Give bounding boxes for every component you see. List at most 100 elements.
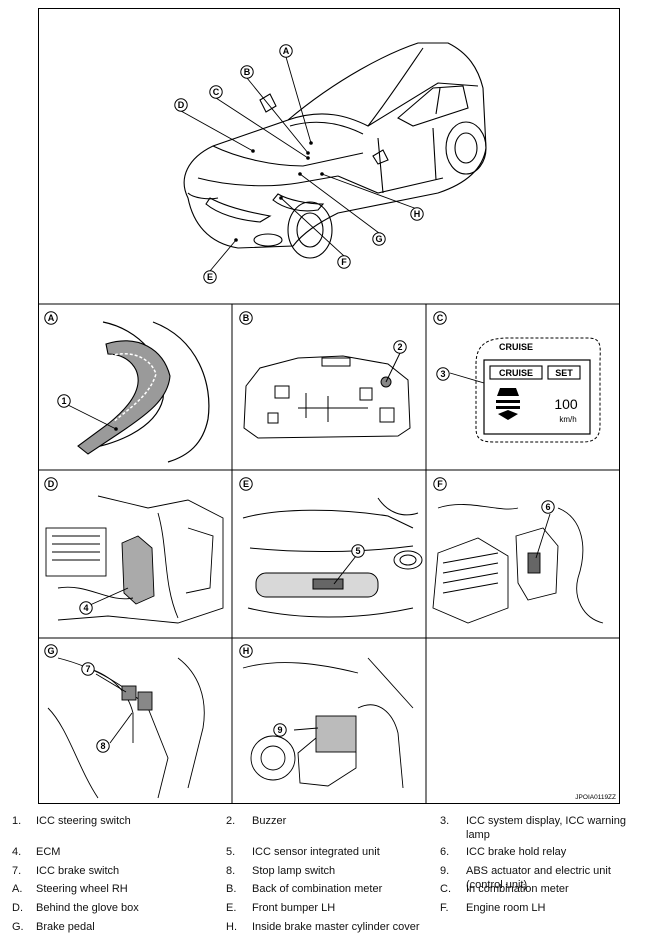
- panel-label-e-text: E: [243, 479, 249, 489]
- legend-text: Stop lamp switch: [252, 865, 336, 877]
- legend-key: 2.: [226, 815, 236, 827]
- panel-label-g-text: G: [47, 646, 54, 656]
- callout-2: 2: [393, 340, 407, 354]
- legend-key: D.: [12, 902, 23, 914]
- panel-c-display-texts: CRUISE CRUISE SET 100 km/h: [499, 342, 578, 424]
- legend-key: 7.: [12, 865, 22, 877]
- legend-text: ICC system display, ICC warning lamp: [466, 815, 626, 841]
- panel-label-d-text: D: [48, 479, 55, 489]
- legend-text: Buzzer: [252, 815, 287, 827]
- overview-callout-b: B: [240, 65, 254, 79]
- legend-key: 4.: [12, 846, 22, 858]
- legend-key: F.: [440, 902, 449, 914]
- legend-text: Back of combination meter: [252, 883, 383, 895]
- callout-3-text: 3: [440, 369, 445, 379]
- overview-callout-e: E: [203, 270, 217, 284]
- callout-8: 8: [96, 739, 110, 753]
- panel-label-g: G: [44, 644, 58, 658]
- overview-leader-lines: [180, 56, 418, 272]
- panel-d-glovebox-illustration: [45, 495, 224, 624]
- legend-text: ICC brake switch: [36, 865, 120, 877]
- panel-a-steering-illustration: [65, 321, 210, 463]
- legend-text: ECM: [36, 846, 61, 858]
- figure-code: JPOIA0119ZZ: [575, 794, 616, 801]
- speed-unit-text: km/h: [559, 415, 576, 424]
- panel-f-engine-illustration: [432, 504, 604, 624]
- legend-key: 9.: [440, 865, 450, 877]
- callout-8-text: 8: [100, 741, 105, 751]
- legend-key: C.: [440, 883, 451, 895]
- panel-c-display-illustration: [449, 337, 601, 443]
- panel-label-h: H: [239, 644, 253, 658]
- panel-label-f-text: F: [437, 479, 443, 489]
- legend-key: 6.: [440, 846, 450, 858]
- legend-key: H.: [226, 921, 237, 933]
- overview-callout-a: A: [279, 44, 293, 58]
- overview-dots: [234, 141, 324, 242]
- legend-text: Steering wheel RH: [36, 883, 128, 895]
- overview-callout-g: G: [372, 232, 386, 246]
- overview-callout-c-text: C: [213, 87, 220, 97]
- display-header-text: CRUISE: [499, 342, 533, 352]
- callout-5: 5: [351, 544, 365, 558]
- cruise-button-text: CRUISE: [499, 368, 533, 378]
- legend-key: G.: [12, 921, 24, 933]
- panel-b-meter-illustration: [243, 352, 411, 439]
- panel-label-f: F: [433, 477, 447, 491]
- overview-callout-g-text: G: [375, 234, 382, 244]
- callout-1-text: 1: [61, 396, 66, 406]
- overview-callout-f: F: [337, 255, 351, 269]
- callout-6-text: 6: [545, 502, 550, 512]
- panel-label-c: C: [433, 311, 447, 325]
- panel-g-brake-illustration: [47, 657, 205, 799]
- callout-9: 9: [273, 723, 287, 737]
- callout-7: 7: [81, 662, 95, 676]
- callout-1: 1: [57, 394, 71, 408]
- overview-callout-a-text: A: [283, 46, 290, 56]
- legend-text: Engine room LH: [466, 902, 546, 914]
- legend-text: Brake pedal: [36, 921, 95, 933]
- panel-label-c-text: C: [437, 313, 444, 323]
- callout-5-text: 5: [355, 546, 360, 556]
- callout-4-text: 4: [83, 603, 88, 613]
- legend-text: In combination meter: [466, 883, 569, 895]
- overview-callout-c: C: [209, 85, 223, 99]
- overview-callout-b-text: B: [244, 67, 251, 77]
- legend-key: B.: [226, 883, 237, 895]
- panel-label-a-text: A: [48, 313, 55, 323]
- speed-value-text: 100: [554, 396, 578, 412]
- car-overview-illustration: [183, 42, 487, 259]
- legend-key: 1.: [12, 815, 22, 827]
- overview-callout-d-text: D: [178, 100, 185, 110]
- overview-callout-e-text: E: [207, 272, 213, 282]
- overview-callout-h-text: H: [414, 209, 421, 219]
- legend-text: Inside brake master cylinder cover: [252, 921, 420, 933]
- set-button-text: SET: [555, 368, 573, 378]
- legend-key: A.: [12, 883, 23, 895]
- legend-text: ABS actuator and electric unit (control …: [466, 865, 611, 891]
- panel-h-abs-illustration: [242, 657, 414, 789]
- legend-text: Behind the glove box: [36, 902, 139, 914]
- legend-key: 5.: [226, 846, 236, 858]
- overview-callout-h: H: [410, 207, 424, 221]
- component-location-figure: A B C D E F G H CRUISE: [38, 8, 620, 804]
- legend-key: E.: [226, 902, 237, 914]
- legend-text: Front bumper LH: [252, 902, 336, 914]
- overview-callout-d: D: [174, 98, 188, 112]
- panel-label-a: A: [44, 311, 58, 325]
- panel-label-b: B: [239, 311, 253, 325]
- callout-2-text: 2: [397, 342, 402, 352]
- panel-label-b-text: B: [243, 313, 250, 323]
- callout-9-text: 9: [277, 725, 282, 735]
- legend-text: ICC sensor integrated unit: [252, 846, 380, 858]
- legend-key: 8.: [226, 865, 236, 877]
- callout-3: 3: [436, 367, 450, 381]
- panel-label-d: D: [44, 477, 58, 491]
- panel-label-e: E: [239, 477, 253, 491]
- overview-callout-f-text: F: [341, 257, 347, 267]
- callout-6: 6: [541, 500, 555, 514]
- panel-e-bumper-illustration: [242, 497, 423, 618]
- callout-4: 4: [79, 601, 93, 615]
- legend-text: ICC steering switch: [36, 815, 131, 827]
